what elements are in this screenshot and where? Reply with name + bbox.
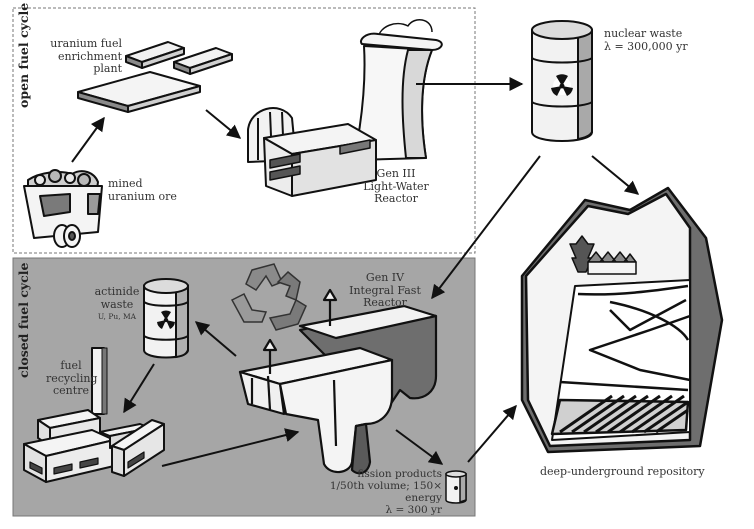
closed-cycle-title: closed fuel cycle <box>16 262 31 379</box>
mined-ore-label: mined uranium ore <box>108 177 177 203</box>
fission-products-label-line1: fission products <box>357 468 442 480</box>
recycling-symbol-icon <box>230 263 307 331</box>
repository-icon <box>520 186 724 454</box>
gen4-reactor-icon <box>238 288 438 475</box>
gen3-reactor-icon <box>247 19 443 197</box>
arrow-waste-to-gen4 <box>431 155 541 300</box>
recycling-label-line1: fuel <box>60 359 82 372</box>
arrow-actinide-to-recycling <box>123 363 155 414</box>
flow-arrows <box>71 77 640 467</box>
nuclear-waste-label-line1: nuclear waste <box>604 27 683 40</box>
gen4-label-line1: Gen IV <box>365 271 405 284</box>
gen3-label-line1: Gen III <box>376 167 416 180</box>
arrow-recycling-to-gen4 <box>161 428 300 467</box>
enrichment-label-line1: uranium fuel <box>50 37 122 50</box>
fission-products-label: fission products 1/50th volume; 150× ene… <box>296 468 442 516</box>
trees-and-houses-icon <box>569 235 637 275</box>
arrow-fission-to-repository <box>467 404 517 463</box>
mined-ore-label-line1: mined <box>108 177 143 190</box>
mined-ore-label-line2: uranium ore <box>108 189 177 203</box>
actinide-species-label: U, Pu, MA <box>97 312 137 322</box>
fission-products-label-line2: 1/50th volume; 150× energy <box>329 480 442 505</box>
nuclear-waste-barrel-icon <box>531 20 593 142</box>
actinide-waste-barrel-icon <box>143 278 189 359</box>
arrow-enrichment-to-gen3 <box>205 109 242 139</box>
nuclear-waste-label: nuclear waste λ = 300,000 yr <box>604 27 688 53</box>
arrow-gen4-to-actinide <box>194 321 237 357</box>
actinide-label: actinide waste U, Pu, MA <box>94 285 140 322</box>
nuclear-waste-label-line2: λ = 300,000 yr <box>604 39 688 53</box>
actinide-label-line2: waste <box>100 297 134 311</box>
recycling-label-line2: recycling <box>46 371 98 385</box>
gen3-label-line3: Reactor <box>374 192 418 206</box>
gen3-label-line2: Light-Water <box>363 179 429 193</box>
gen4-label-line3: Reactor <box>363 296 407 310</box>
gen4-label-line2: Integral Fast <box>349 283 421 297</box>
enrichment-plant-icon <box>77 41 233 113</box>
arrow-gen4-to-fission <box>395 429 444 465</box>
recycling-label-line3: centre <box>53 384 89 398</box>
recycling-label: fuel recycling centre <box>46 359 98 398</box>
fuel-recycling-plant-icon <box>23 347 165 483</box>
repository-label: deep-underground repository <box>540 465 705 478</box>
fission-products-barrel-icon <box>445 470 467 504</box>
arrow-waste-to-repository <box>591 155 640 195</box>
gen4-label: Gen IV Integral Fast Reactor <box>340 271 430 310</box>
enrichment-label-line2: enrichment plant <box>57 49 122 76</box>
actinide-label-line1: actinide <box>94 285 140 298</box>
fission-products-label-line3: λ = 300 yr <box>385 504 442 517</box>
open-cycle-title: open fuel cycle <box>16 2 31 108</box>
arrow-mine-to-enrichment <box>71 116 105 163</box>
gen3-label: Gen III Light-Water Reactor <box>360 167 432 206</box>
mine-cart-icon <box>23 169 103 248</box>
enrichment-label: uranium fuel enrichment plant <box>44 37 122 76</box>
